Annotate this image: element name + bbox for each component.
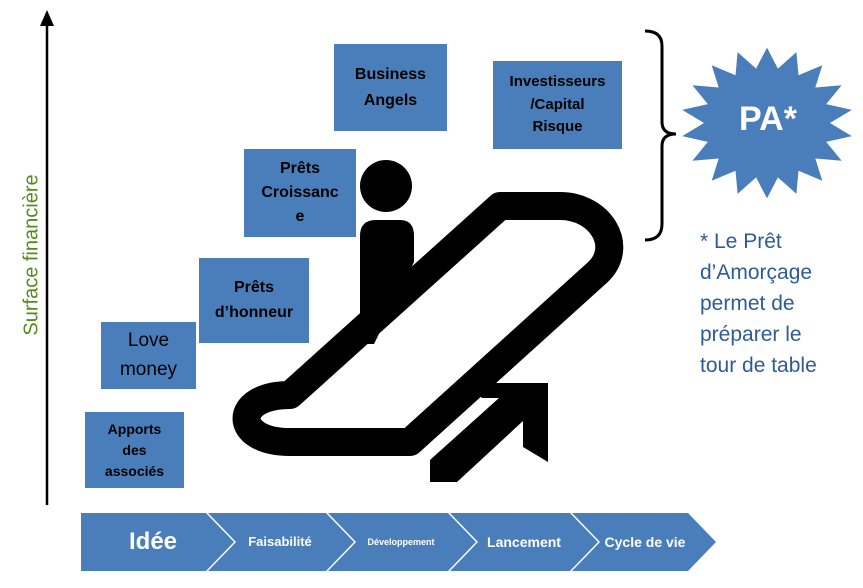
- footnote-line: tour de table: [700, 354, 817, 377]
- footnote-line: d’Amorçage: [700, 261, 813, 284]
- stage-chevron-cycle-de-vie: [572, 513, 716, 571]
- stage-chevron-idee: [81, 513, 234, 571]
- footnote-line: * Le Prêt: [700, 230, 782, 253]
- callout-line: Love: [127, 330, 170, 351]
- callout-line: Apports: [107, 420, 162, 437]
- callout-line: Prêts: [233, 278, 275, 296]
- callout-line: Risque: [532, 118, 583, 136]
- callout-prets-honneur: Prêts d’honneur: [199, 258, 309, 364]
- stage-label-developpement: Développement: [367, 536, 435, 547]
- callout-line: associés: [104, 462, 165, 479]
- stage-label-idee: Idée: [128, 527, 178, 555]
- starburst-shape: [682, 47, 852, 199]
- stage-chevron-lancement: [450, 513, 598, 571]
- footnote-line: permet de: [700, 292, 795, 315]
- escalator-icon: [232, 192, 624, 456]
- pa-badge-label: PA*: [739, 100, 797, 138]
- up-right-arrow-icon: [430, 383, 548, 482]
- callout-line: Angels: [363, 91, 418, 109]
- footnote-text: * Le Prêt d’Amorçage permet de préparer …: [700, 226, 860, 381]
- stage-chevron-developpement: [328, 513, 476, 571]
- callout-line: Business: [354, 65, 427, 83]
- callout-line: des: [122, 441, 147, 458]
- stage-chevron-faisabilite: [208, 513, 354, 571]
- stage-label-cycle-de-vie: Cycle de vie: [604, 533, 686, 550]
- callout-line: Investisseurs: [509, 73, 606, 91]
- stage-label-lancement: Lancement: [487, 533, 561, 550]
- stage-label-faisabilite: Faisabilité: [248, 534, 312, 550]
- callout-line: e: [295, 208, 305, 225]
- person-icon: [360, 160, 414, 344]
- callout-line: Croissanc: [261, 184, 339, 201]
- callout-investisseurs-capital-risque: Investisseurs /Capital Risque: [493, 61, 622, 172]
- callout-prets-croissance: Prêts Croissanc e: [244, 149, 356, 258]
- callout-business-angels: Business Angels: [334, 44, 447, 150]
- callout-apports-associes: Apports des associés: [85, 412, 184, 488]
- callout-line: d’honneur: [214, 303, 294, 321]
- callout-love-money: Love money: [101, 322, 196, 410]
- callout-line: /Capital: [530, 95, 585, 113]
- callout-line: money: [119, 358, 178, 380]
- footnote-line: préparer le: [700, 323, 802, 346]
- callout-line: Prêts: [279, 160, 321, 177]
